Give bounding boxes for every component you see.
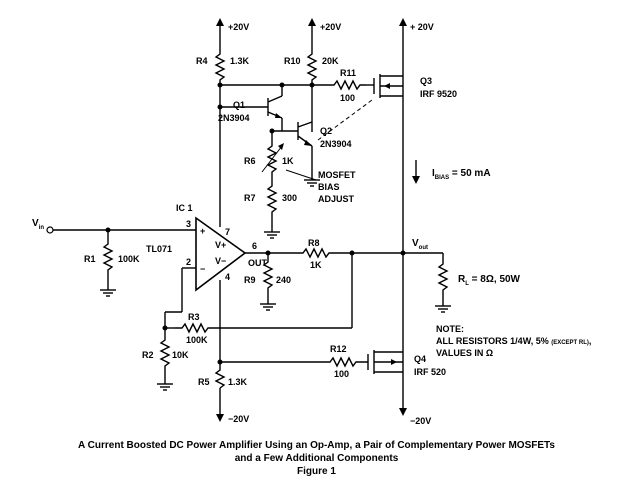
value-r10: 20K: [322, 56, 339, 66]
wiring: [52, 84, 444, 384]
supply-label-r10: +20V: [320, 22, 341, 32]
bias-current-arrow: [412, 160, 420, 184]
label-r12: R12: [330, 344, 347, 354]
opamp-vplus: V+: [215, 240, 226, 250]
note-title: NOTE:: [436, 324, 464, 334]
pot-arrow-icon: [261, 143, 284, 173]
label-r6: R6: [244, 156, 256, 166]
ground-icon: [99, 289, 117, 297]
supply-arrow-r10: [308, 18, 316, 50]
ground-icon: [263, 231, 281, 239]
value-r5: 1.3K: [228, 377, 248, 387]
opamp-vminus: V−: [215, 256, 226, 266]
supply-label-q4: −20V: [410, 416, 431, 426]
caption-figure: Figure 1: [297, 466, 336, 477]
opamp-pin6: 6: [252, 241, 257, 251]
supply-label-q3: + 20V: [410, 22, 434, 32]
part-q4: IRF 520: [414, 367, 446, 377]
ground-icon: [259, 303, 277, 311]
supply-label-r5: −20V: [228, 414, 249, 424]
value-r4: 1.3K: [230, 56, 250, 66]
thermal-coupling-dashed: [317, 99, 373, 141]
opamp-pin7: 7: [225, 227, 230, 237]
ground-icon: [434, 305, 452, 313]
label-q1: Q1: [233, 100, 245, 110]
label-r9: R9: [244, 275, 256, 285]
label-r3: R3: [188, 312, 200, 322]
ground-icon: [156, 383, 174, 391]
resistor-r8: [296, 247, 340, 259]
opamp-part: TL071: [146, 244, 172, 254]
resistor-r9: [262, 253, 274, 298]
mosfet-q3: [373, 72, 404, 98]
resistor-r2: [159, 328, 171, 378]
value-r8: 1K: [310, 260, 322, 270]
caption-line1: A Current Boosted DC Power Amplifier Usi…: [78, 440, 555, 451]
opamp-plus: +: [200, 226, 205, 236]
part-q2: 2N3904: [320, 139, 352, 149]
resistor-r10: [306, 50, 318, 85]
value-r9: 240: [276, 275, 291, 285]
bias-adjust-line2: BIAS: [318, 182, 340, 192]
mosfet-q4: [367, 348, 404, 378]
bias-adjust-line1: MOSFET: [318, 170, 356, 180]
value-r3: 100K: [186, 335, 208, 345]
value-r11: 100: [340, 93, 355, 103]
part-q3: IRF 9520: [420, 89, 457, 99]
supply-arrow-q4: [399, 378, 407, 416]
resistor-r4: [214, 50, 226, 85]
vin-label: Vin: [32, 218, 44, 231]
bias-adjust-pointer: [285, 169, 317, 181]
label-r4: R4: [196, 56, 208, 66]
opamp-ref: IC 1: [176, 203, 193, 213]
transistor-q2: [297, 121, 313, 150]
opamp-out: OUT: [248, 258, 268, 268]
label-q4: Q4: [414, 354, 426, 364]
supply-arrow-q3: [399, 18, 407, 72]
label-r2: R2: [142, 350, 154, 360]
opamp-pin4: 4: [225, 272, 230, 282]
opamp-pin3: 3: [186, 219, 191, 229]
label-r1: R1: [84, 254, 96, 264]
label-q3: Q3: [420, 76, 432, 86]
supply-arrow-r4: [216, 18, 224, 50]
resistor-r11: [330, 79, 366, 91]
note-line1: ALL RESISTORS 1/4W, 5% (EXCEPT RL),: [436, 336, 591, 346]
label-r7: R7: [244, 193, 256, 203]
resistor-r5: [214, 362, 226, 389]
label-r11: R11: [340, 68, 356, 78]
transistor-q1: [267, 95, 283, 119]
label-r8: R8: [308, 238, 320, 248]
value-r1: 100K: [118, 254, 140, 264]
opamp-pin2: 2: [186, 257, 191, 267]
resistor-r3: [175, 322, 215, 334]
resistor-r1: [102, 230, 114, 282]
part-q1: 2N3904: [218, 113, 250, 123]
value-r6: 1K: [282, 156, 294, 166]
rl-label: RL = 8Ω, 50W: [458, 274, 521, 287]
label-r10: R10: [284, 56, 301, 66]
value-r7: 300: [282, 193, 297, 203]
supply-label-r4: +20V: [228, 22, 249, 32]
label-q2: Q2: [320, 126, 332, 136]
resistor-r7: [266, 178, 278, 220]
caption-line2: and a Few Additional Components: [234, 453, 399, 464]
vout-label: Vout: [412, 238, 428, 251]
opamp-ic1: [195, 216, 247, 292]
note-line2: VALUES IN Ω: [436, 348, 493, 358]
junction-dots: [46, 82, 406, 365]
value-r12: 100: [334, 369, 349, 379]
label-r5: R5: [198, 377, 210, 387]
ibias-label: IBIAS = 50 mA: [432, 168, 491, 181]
supply-arrow-r5: [216, 388, 224, 422]
resistor-r12: [220, 356, 368, 368]
resistor-rl: [437, 253, 449, 300]
value-r2: 10K: [172, 350, 189, 360]
bias-adjust-line3: ADJUST: [318, 194, 355, 204]
opamp-minus: −: [200, 264, 205, 274]
